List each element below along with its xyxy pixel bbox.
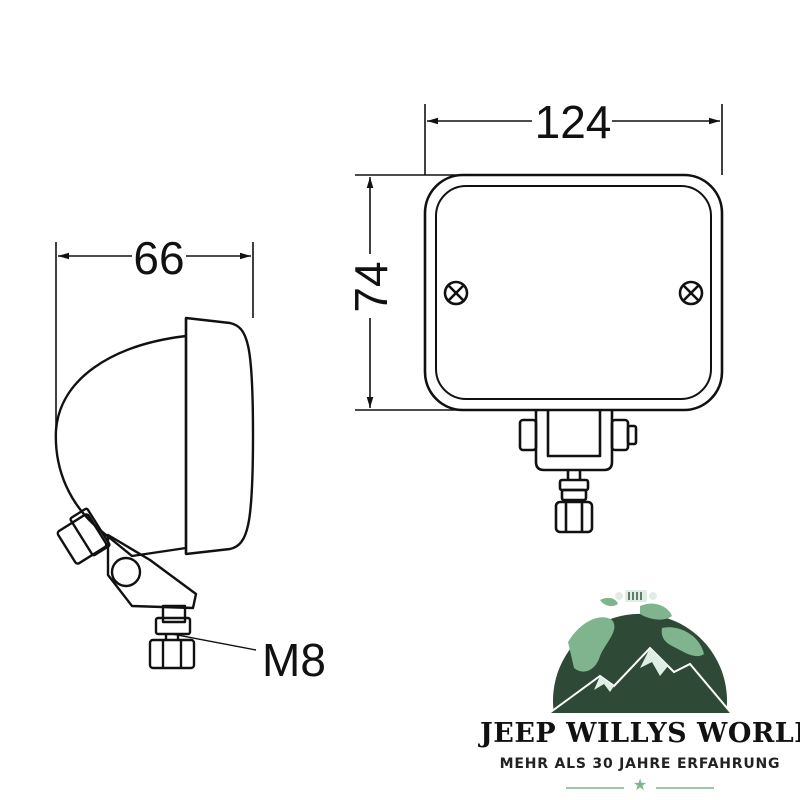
side-view [54,316,255,670]
dim-front-height [355,174,470,411]
dim-side-depth-label: 66 [133,232,184,284]
side-pivot-bolt [110,556,142,588]
dim-front-width-label: 124 [535,96,612,148]
brand-name: JEEP WILLYS WORLD [480,718,800,749]
front-housing-outer [423,173,724,412]
star-icon: ★ [632,777,648,794]
dim-front-height-label: 74 [345,261,397,312]
front-bracket [518,410,638,472]
dim-front-width [424,104,723,175]
brand-divider-left [566,787,624,789]
dim-side-depth [55,242,254,428]
globe-mountain-logo-icon [544,590,735,715]
side-housing-dome [54,334,187,558]
front-screw-left [443,280,469,306]
side-pivot-nut [56,507,111,565]
side-front-rim [184,316,255,556]
front-view [423,173,724,534]
front-lens [435,185,712,400]
thread-label: M8 [262,634,326,686]
thread-leader-line [171,633,257,651]
brand-divider-right [656,787,714,789]
brand-tagline: MEHR ALS 30 JAHRE ERFAHRUNG [499,756,781,772]
front-stud-nut [554,470,594,534]
front-screw-right [678,280,704,306]
side-stud-nut [148,604,196,670]
side-bracket [106,533,198,610]
